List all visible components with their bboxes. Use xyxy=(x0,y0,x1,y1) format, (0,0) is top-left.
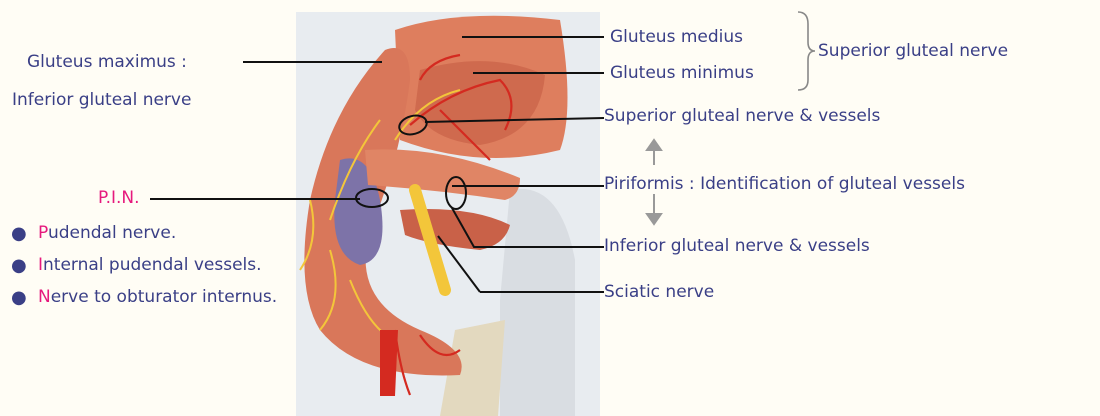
label-gluteus-medius: Gluteus medius xyxy=(610,27,743,47)
label-gluteus-minimus: Gluteus minimus xyxy=(610,63,754,83)
bullet-icon: ● xyxy=(11,287,27,309)
label-gluteus-maximus: Gluteus maximus : xyxy=(27,52,187,72)
femoral-vessel xyxy=(380,330,398,396)
label-pin: P.I.N. xyxy=(98,188,140,208)
bullet-icon: ● xyxy=(11,223,27,245)
bullet-icon: ● xyxy=(11,255,27,277)
label-superior-gluteal-nerve: Superior gluteal nerve xyxy=(818,41,1008,61)
hip-bone xyxy=(500,189,575,416)
pin-list: ●Pudendal nerve. ●Internal pudendal vess… xyxy=(8,222,278,318)
label-piriformis: Piriformis : Identification of gluteal v… xyxy=(604,174,965,194)
label-superior-gluteal-nerve-vessels: Superior gluteal nerve & vessels xyxy=(604,106,880,126)
label-sciatic-nerve: Sciatic nerve xyxy=(604,282,714,302)
brace-gluteal xyxy=(798,12,815,90)
arrow-down-head xyxy=(647,214,661,224)
pin-item-internal-pudendal-vessels: ●Internal pudendal vessels. xyxy=(8,254,278,276)
arrow-up-head xyxy=(647,140,661,150)
label-inferior-gluteal-nerve: Inferior gluteal nerve xyxy=(12,90,191,110)
label-inferior-gluteal-nerve-vessels: Inferior gluteal nerve & vessels xyxy=(604,236,870,256)
pin-item-nerve-to-obturator: ●Nerve to obturator internus. xyxy=(8,286,278,308)
pin-item-pudendal-nerve: ●Pudendal nerve. xyxy=(8,222,278,244)
